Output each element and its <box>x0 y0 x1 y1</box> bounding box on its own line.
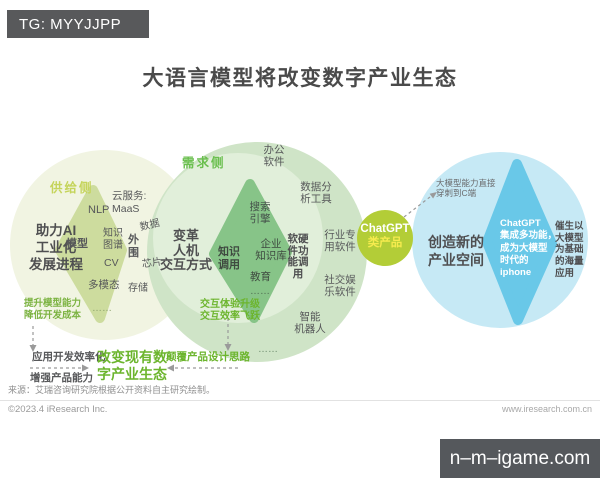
demand-item-data-analysis: 数据分 析工具 <box>300 181 332 205</box>
supply-item-knowledge-graph: 知识 图谱 <box>103 228 123 251</box>
source-note: 来源：艾瑞咨询研究院根据公开资料自主研究绘制。 <box>8 385 216 395</box>
demand-core-ellipsis: …… <box>250 286 270 297</box>
footer-divider <box>0 400 600 401</box>
annotation-supply-effect: 提升模型能力 降低开发成本 <box>24 298 82 321</box>
copyright-note: ©2023.4 iResearch Inc. <box>8 404 108 415</box>
new-space-heading: 创造新的 产业空间 <box>428 234 484 268</box>
annotation-app-efficiency: 应用开发效率化 <box>32 351 106 363</box>
supply-ellipsis: …… <box>92 303 112 314</box>
demand-item-enterprise-kb: 企业 知识库 <box>255 238 287 262</box>
website-url: www.iresearch.com.cn <box>501 404 592 414</box>
watermark-badge: n–m–igame.com <box>440 439 600 478</box>
demand-item-industry-software: 行业专 用软件 <box>324 229 356 253</box>
chatgpt-node-label: ChatGPT 类产品 <box>357 223 413 250</box>
supply-heading: 助力AI 工业化 发展进程 <box>29 223 83 272</box>
supply-item-model: 模型 <box>66 238 88 250</box>
new-space-mass-apps: 催生以 大模型 为基础 的海量 应用 <box>555 221 584 279</box>
supply-side-label: 供给侧 <box>50 181 94 195</box>
supply-kite <box>55 185 127 323</box>
chatgpt-node-line2: 类产品 <box>367 236 403 249</box>
supply-item-periphery: 外 围 <box>128 234 139 259</box>
tg-badge: TG: MYYJJPP <box>7 10 149 38</box>
annotation-interaction: 交互体验升级 交互效率飞跃 <box>200 299 260 322</box>
arrowhead-cend <box>429 192 437 199</box>
demand-item-hw-sw-call: 软硬 件功 能调 用 <box>287 233 309 280</box>
demand-outer-ellipsis: …… <box>258 344 278 355</box>
demand-item-search-engine: 搜索 引擎 <box>249 201 271 225</box>
arrowhead-interaction-down <box>224 344 232 351</box>
demand-heading: 变革 人机 交互方式 <box>159 228 212 272</box>
annotation-ecosystem: 改变现有数 字产业生态 <box>97 349 167 382</box>
annotation-design-rethink: 颠覆产品设计思路 <box>166 351 250 363</box>
supply-item-nlp: NLP <box>88 204 110 216</box>
arrowhead-ecosystem-right <box>82 364 89 372</box>
demand-side-label: 需求侧 <box>182 156 226 170</box>
arrowhead-supply-down <box>29 345 37 352</box>
demand-item-knowledge-call: 知识 调用 <box>218 246 240 271</box>
demand-kite <box>209 179 292 323</box>
demand-item-robot: 智能 机器人 <box>294 311 326 335</box>
page-title: 大语言模型将改变数字产业生态 <box>142 67 458 90</box>
arrowhead-ecosystem-left <box>167 364 174 372</box>
supply-item-multimodal: 多模态 <box>88 279 120 291</box>
demand-item-office-software: 办公 软件 <box>263 144 285 168</box>
supply-item-cv: CV <box>104 257 119 269</box>
new-space-iphone-note: ChatGPT 集成多功能， 成为大模型 时代的 iphone <box>500 218 558 279</box>
demand-item-education: 教育 <box>250 271 271 283</box>
chatgpt-node-line1: ChatGPT <box>360 223 410 235</box>
supply-item-cloud-maas: 云服务: MaaS <box>112 190 147 215</box>
new-space-kite <box>482 159 557 325</box>
annotation-product-power: 增强产品能力 <box>30 372 93 384</box>
new-space-cend-note: 大模型能力直接 穿刺到C端 <box>436 178 496 198</box>
demand-item-social-software: 社交娱 乐软件 <box>324 274 356 298</box>
chatgpt-node-circle <box>357 210 413 266</box>
supply-item-storage: 存储 <box>128 283 148 294</box>
